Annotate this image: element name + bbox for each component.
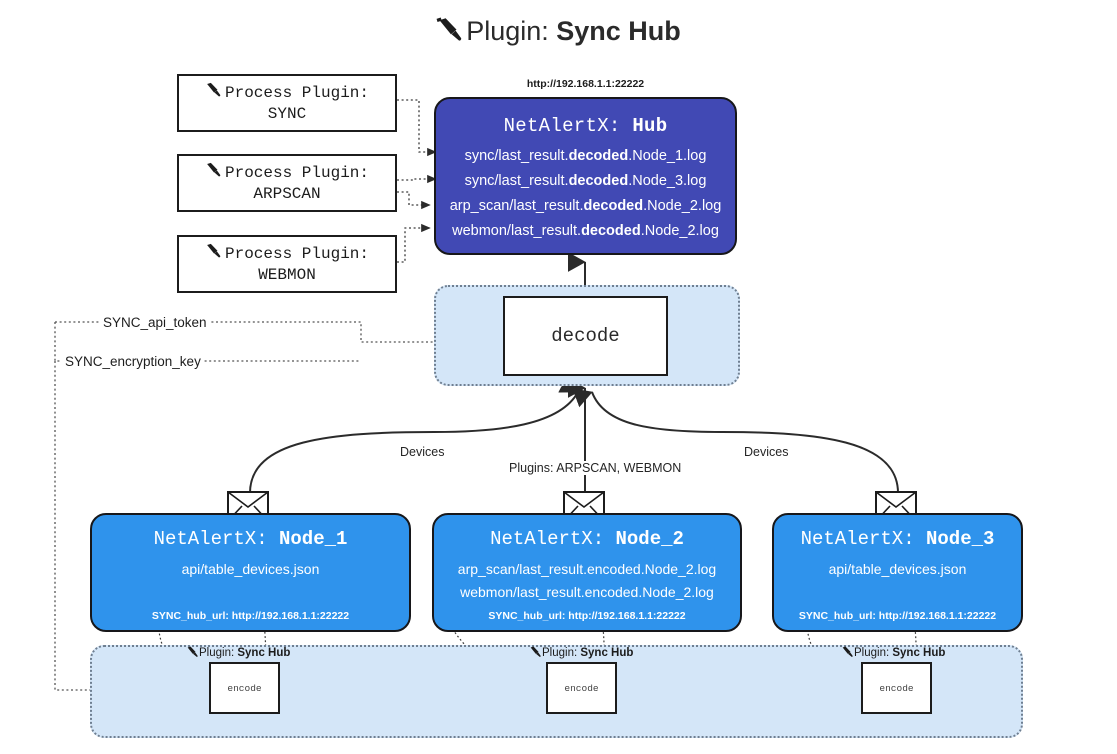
node-line: api/table_devices.json bbox=[181, 561, 320, 577]
node-hub-url: SYNC_hub_url: http://192.168.1.1:22222 bbox=[798, 610, 997, 622]
node-box-node-2[interactable]: NetAlertX: Node_2 arp_scan/last_result.e… bbox=[432, 513, 742, 632]
encode-label-name: Sync Hub bbox=[237, 647, 291, 659]
encode-label-name: Sync Hub bbox=[580, 647, 634, 659]
process-plugin-box-webmon[interactable]: Process Plugin: WEBMON bbox=[177, 235, 397, 293]
process-plugin-box-arpscan[interactable]: Process Plugin: ARPSCAN bbox=[177, 154, 397, 212]
hub-title-name: Hub bbox=[632, 115, 668, 137]
plug-icon bbox=[205, 82, 222, 104]
sync-api-token-label: SYNC_api_token bbox=[100, 315, 210, 330]
node-hub-url: SYNC_hub_url: http://192.168.1.1:22222 bbox=[488, 610, 686, 622]
hub-title-prefix: NetAlertX: bbox=[503, 115, 633, 137]
process-plugin-name: ARPSCAN bbox=[253, 185, 321, 203]
edge-label-plugins: Plugins: ARPSCAN, WEBMON bbox=[505, 461, 686, 475]
node-box-node-1[interactable]: NetAlertX: Node_1 api/table_devices.json… bbox=[90, 513, 411, 632]
plug-icon bbox=[186, 646, 199, 661]
encode-label-prefix: Plugin: bbox=[542, 647, 581, 659]
page-title: Plugin: Sync Hub bbox=[0, 16, 1117, 50]
encode-box-node-3[interactable]: encode bbox=[861, 662, 932, 714]
edge-label-devices-left: Devices bbox=[396, 445, 449, 459]
log-post: .Node_3.log bbox=[628, 172, 707, 189]
log-post: .Node_2.log bbox=[643, 197, 722, 214]
encode-label-prefix: Plugin: bbox=[199, 647, 238, 659]
plug-icon bbox=[205, 243, 222, 265]
node-box-node-3[interactable]: NetAlertX: Node_3 api/table_devices.json… bbox=[772, 513, 1023, 632]
log-mid: decoded bbox=[568, 148, 629, 164]
sync-encryption-key-label: SYNC_encryption_key bbox=[62, 354, 204, 369]
encode-label-name: Sync Hub bbox=[892, 647, 946, 659]
node-hub-url: SYNC_hub_url: http://192.168.1.1:22222 bbox=[151, 610, 350, 622]
log-post: .Node_1.log bbox=[628, 148, 707, 164]
process-plugin-box-sync[interactable]: Process Plugin: SYNC bbox=[177, 74, 397, 132]
encode-label-prefix: Plugin: bbox=[854, 647, 893, 659]
plug-icon bbox=[841, 646, 854, 661]
plug-icon bbox=[529, 646, 542, 661]
log-mid: decoded bbox=[583, 197, 644, 214]
node-title-name: Node_1 bbox=[279, 528, 348, 550]
node-line-list: api/table_devices.json bbox=[92, 558, 409, 581]
hub-node-box[interactable]: NetAlertX: Hub sync/last_result.decoded.… bbox=[434, 97, 737, 255]
hub-title: NetAlertX: Hub bbox=[436, 115, 735, 137]
node-line-list: api/table_devices.json bbox=[774, 558, 1021, 581]
hub-log-item: arp_scan/last_result.decoded.Node_2.log bbox=[436, 194, 735, 219]
encode-plugin-label-3: Plugin: Sync Hub bbox=[841, 646, 945, 661]
node-title-prefix: NetAlertX: bbox=[490, 528, 616, 550]
node-title: NetAlertX: Node_1 bbox=[92, 528, 409, 550]
node-line: api/table_devices.json bbox=[828, 561, 967, 577]
node-line-list: arp_scan/last_result.encoded.Node_2.log … bbox=[434, 558, 740, 603]
encode-plugin-label-2: Plugin: Sync Hub bbox=[529, 646, 633, 661]
hub-log-list: sync/last_result.decoded.Node_1.log sync… bbox=[436, 144, 735, 244]
node-title: NetAlertX: Node_2 bbox=[434, 528, 740, 550]
log-pre: sync/last_result. bbox=[464, 172, 569, 189]
log-pre: sync/last_result. bbox=[464, 148, 569, 164]
log-post: .Node_2.log bbox=[640, 222, 719, 239]
encode-plugin-label-1: Plugin: Sync Hub bbox=[186, 646, 290, 661]
plug-icon bbox=[205, 162, 222, 184]
node-line: webmon/last_result.encoded.Node_2.log bbox=[460, 583, 714, 600]
hub-log-item: sync/last_result.decoded.Node_3.log bbox=[436, 169, 735, 194]
title-name: Sync Hub bbox=[556, 16, 681, 46]
edge-label-devices-right: Devices bbox=[740, 445, 793, 459]
decode-box[interactable]: decode bbox=[503, 296, 668, 376]
process-plugin-name: SYNC bbox=[267, 105, 307, 123]
log-pre: arp_scan/last_result. bbox=[449, 197, 584, 214]
process-plugin-label: Process Plugin: bbox=[224, 83, 370, 102]
hub-url-label: http://192.168.1.1:22222 bbox=[526, 78, 645, 90]
node-title-prefix: NetAlertX: bbox=[800, 528, 926, 550]
node-title-prefix: NetAlertX: bbox=[153, 528, 279, 550]
encode-box-node-1[interactable]: encode bbox=[209, 662, 280, 714]
node-line: arp_scan/last_result.encoded.Node_2.log bbox=[457, 561, 717, 577]
process-plugin-name: WEBMON bbox=[258, 266, 316, 284]
log-mid: decoded bbox=[568, 172, 629, 189]
node-title-name: Node_2 bbox=[615, 528, 684, 550]
title-prefix: Plugin: bbox=[466, 16, 557, 46]
process-plugin-label: Process Plugin: bbox=[224, 163, 370, 182]
node-title: NetAlertX: Node_3 bbox=[774, 528, 1021, 550]
log-pre: webmon/last_result. bbox=[452, 222, 582, 239]
hub-log-item: webmon/last_result.decoded.Node_2.log bbox=[436, 219, 735, 244]
node-title-name: Node_3 bbox=[926, 528, 995, 550]
plug-icon bbox=[436, 17, 464, 50]
process-plugin-label: Process Plugin: bbox=[224, 244, 370, 263]
log-mid: decoded bbox=[581, 222, 641, 239]
encode-box-node-2[interactable]: encode bbox=[546, 662, 617, 714]
hub-log-item: sync/last_result.decoded.Node_1.log bbox=[436, 144, 735, 169]
